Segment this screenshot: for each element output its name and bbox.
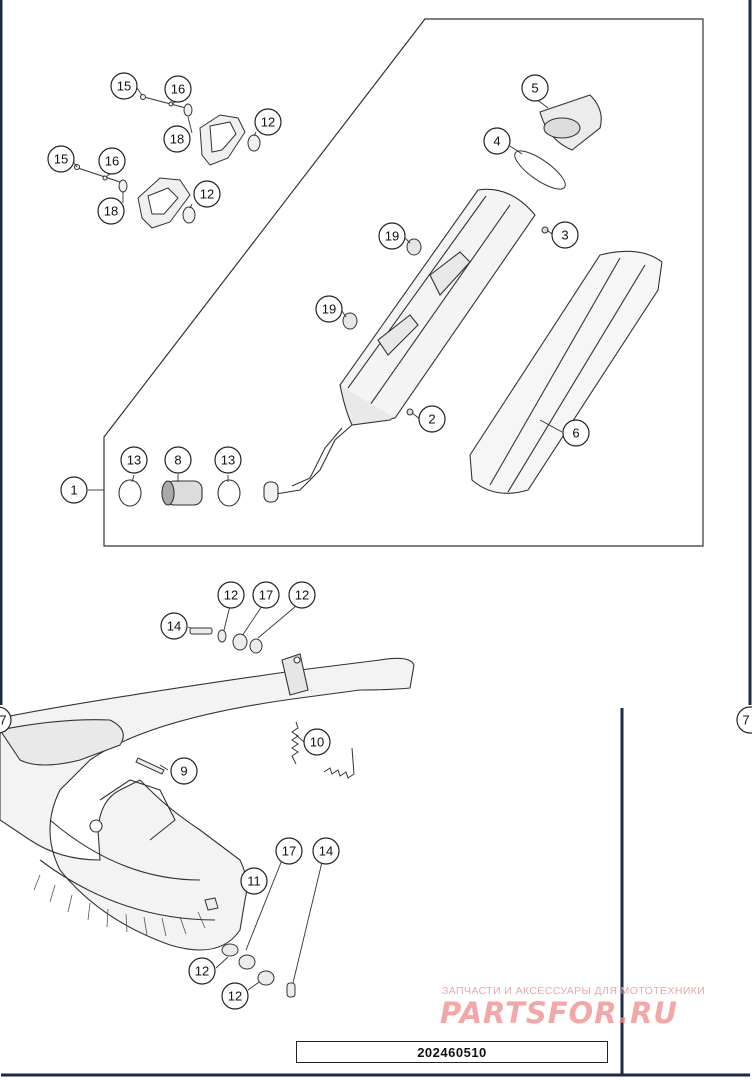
callout-label: 12 bbox=[224, 588, 238, 603]
mounting-hardware-bottom bbox=[204, 897, 296, 998]
callout-12d-circle bbox=[288, 581, 316, 609]
callout-label: 18 bbox=[104, 204, 118, 219]
callout-label: 7 bbox=[742, 713, 749, 728]
callout-label: 4 bbox=[493, 134, 500, 149]
callout-4-circle bbox=[483, 127, 511, 155]
silencer-cover bbox=[469, 250, 663, 494]
callout-circles bbox=[0, 72, 752, 1010]
callout-numbers: 1 2 3 4 5 6 7 7 8 9 10 11 12 12 12 12 12… bbox=[0, 79, 750, 1004]
callout-1-circle bbox=[60, 476, 88, 504]
watermark-brand: PARTSFOR.RU bbox=[440, 996, 678, 1030]
callout-7-circle bbox=[0, 706, 12, 734]
callout-label: 1 bbox=[70, 483, 77, 498]
springs bbox=[291, 721, 355, 779]
callout-19b-circle bbox=[315, 295, 343, 323]
callout-2-circle bbox=[418, 405, 446, 433]
sleeve bbox=[161, 480, 203, 506]
callout-label: 15 bbox=[54, 152, 68, 167]
callout-12f-circle bbox=[221, 982, 249, 1010]
callout-label: 16 bbox=[105, 154, 119, 169]
diagram-code: 202460510 bbox=[296, 1041, 608, 1063]
callout-11-circle bbox=[240, 867, 268, 895]
callout-label: 5 bbox=[531, 81, 538, 96]
callout-9-circle bbox=[170, 757, 198, 785]
screw-2 bbox=[406, 408, 414, 416]
callout-12b-circle bbox=[193, 180, 221, 208]
o-ring bbox=[514, 150, 566, 190]
callout-label: 3 bbox=[561, 228, 568, 243]
callout-15b-circle bbox=[47, 145, 75, 173]
seal-rings bbox=[118, 479, 241, 507]
callout-label: 12 bbox=[228, 989, 242, 1004]
silencer-body bbox=[263, 188, 536, 503]
callout-label: 7 bbox=[0, 713, 7, 728]
callout-13a-circle bbox=[120, 446, 148, 474]
callout-label: 12 bbox=[195, 964, 209, 979]
callout-label: 13 bbox=[127, 453, 141, 468]
mounting-hardware-lower bbox=[189, 627, 263, 654]
callout-6-circle bbox=[562, 419, 590, 447]
callout-label: 12 bbox=[295, 588, 309, 603]
callout-7b-circle bbox=[736, 706, 752, 734]
callout-14b-circle bbox=[312, 837, 340, 865]
callout-label: 6 bbox=[572, 426, 579, 441]
callout-17a-circle bbox=[252, 581, 280, 609]
callout-label: 12 bbox=[200, 187, 214, 202]
header-pipe bbox=[0, 653, 415, 951]
callout-12a-circle bbox=[254, 108, 282, 136]
callout-16a-circle bbox=[164, 75, 192, 103]
callout-label: 13 bbox=[221, 453, 235, 468]
bracket-assembly-upper bbox=[139, 94, 261, 166]
callout-12c-circle bbox=[217, 581, 245, 609]
callout-14a-circle bbox=[160, 612, 188, 640]
callout-label: 12 bbox=[261, 115, 275, 130]
callout-16b-circle bbox=[98, 147, 126, 175]
callout-label: 11 bbox=[247, 874, 261, 889]
callout-label: 16 bbox=[171, 82, 185, 97]
callout-label: 2 bbox=[428, 412, 435, 427]
callout-label: 14 bbox=[319, 844, 333, 859]
callout-label: 19 bbox=[322, 302, 336, 317]
pipe-ribs bbox=[33, 874, 206, 937]
callout-18a-circle bbox=[163, 125, 191, 153]
callout-label: 8 bbox=[174, 453, 181, 468]
callout-3-circle bbox=[551, 221, 579, 249]
pin bbox=[135, 757, 165, 775]
callout-5-circle bbox=[521, 74, 549, 102]
callout-label: 17 bbox=[259, 588, 273, 603]
silencer-group-frame bbox=[103, 18, 704, 547]
callout-15a-circle bbox=[110, 72, 138, 100]
bracket-assembly-lower bbox=[74, 164, 196, 229]
callout-label: 18 bbox=[170, 132, 184, 147]
callout-18b-circle bbox=[97, 197, 125, 225]
grommets bbox=[342, 238, 422, 330]
callout-label: 19 bbox=[385, 229, 399, 244]
watermark-tagline: ЗАПЧАСТИ И АКСЕССУАРЫ ДЛЯ МОТОТЕХНИКИ bbox=[442, 985, 706, 997]
callout-12e-circle bbox=[188, 957, 216, 985]
screw-3 bbox=[541, 226, 549, 234]
callout-label: 14 bbox=[167, 619, 181, 634]
callout-10-circle bbox=[303, 728, 331, 756]
callout-label: 9 bbox=[180, 764, 187, 779]
callout-17b-circle bbox=[275, 837, 303, 865]
callout-label: 17 bbox=[282, 844, 296, 859]
callout-label: 15 bbox=[117, 79, 131, 94]
end-cap bbox=[539, 94, 602, 151]
callout-13b-circle bbox=[214, 446, 242, 474]
callout-8-circle bbox=[164, 446, 192, 474]
callout-19a-circle bbox=[378, 222, 406, 250]
callout-label: 10 bbox=[310, 735, 324, 750]
